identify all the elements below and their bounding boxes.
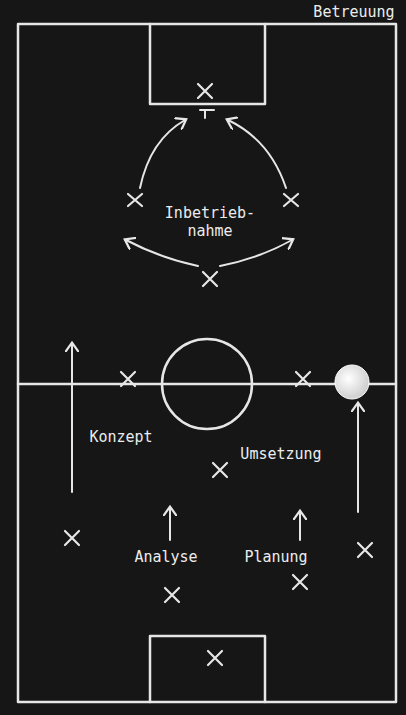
phase-label: Planung [244,548,307,566]
player-marks [65,84,372,665]
goal-top [150,24,265,104]
heading-label: Betreuung [313,3,394,21]
field-outline [18,24,396,702]
phase-label: Konzept [89,428,152,446]
phase-label: Inbetrieb- nahme [165,204,255,240]
play-arrows [72,110,358,540]
phase-label: Analyse [134,548,197,566]
center-circle [162,339,252,429]
phase-label: Umsetzung [240,445,321,463]
goal-bottom [150,636,265,702]
ball [335,365,369,399]
